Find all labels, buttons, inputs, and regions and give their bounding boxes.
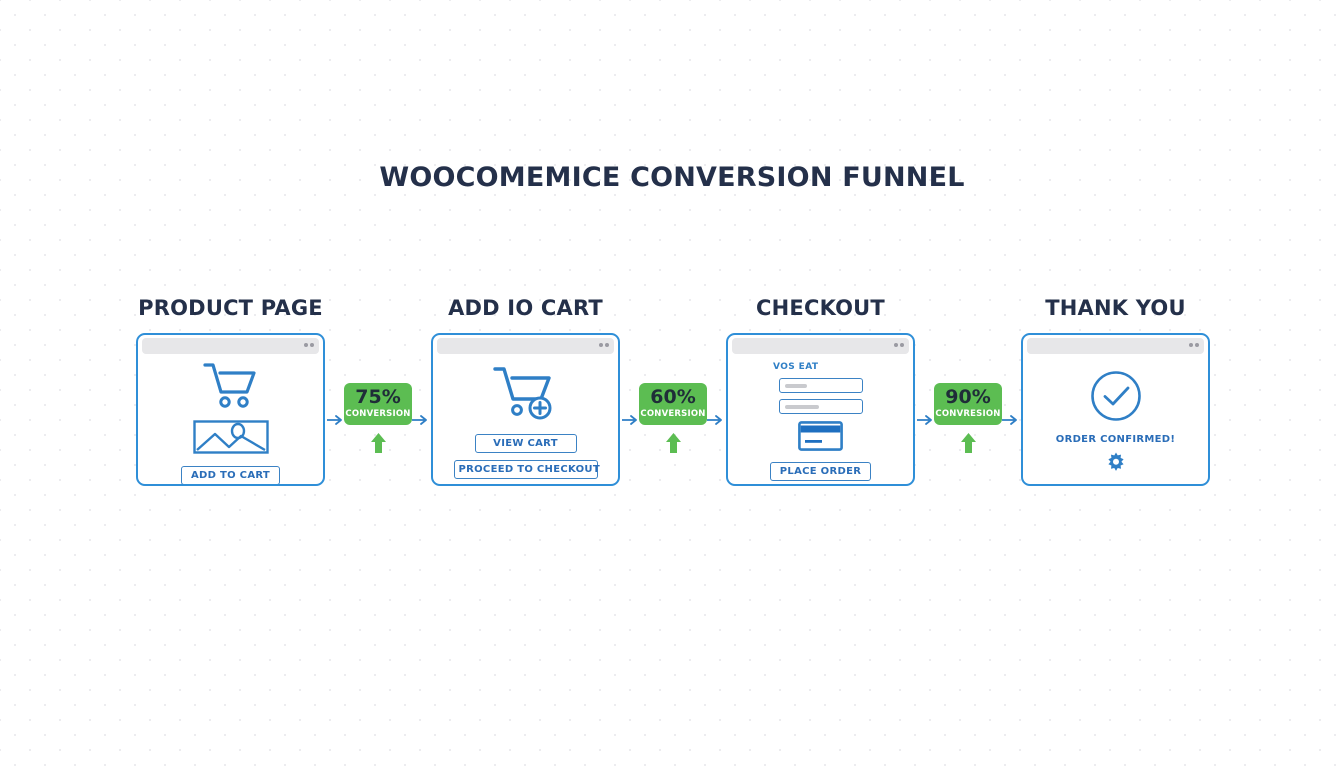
browser-content: VOS EAT PLACE ORDER	[728, 354, 913, 484]
arrow-up-icon	[370, 432, 387, 457]
funnel-stage-product-page: PRODUCT PAGE	[136, 296, 325, 486]
gear-icon	[1106, 452, 1126, 476]
conversion-percent: 75%	[355, 385, 401, 408]
browser-window-thank-you: ORDER CONFIRMED!	[1021, 333, 1210, 486]
connector-2: 60% CONVERSION	[620, 343, 726, 496]
stage-title-checkout: CHECKOUT	[756, 296, 885, 320]
conversion-label: CONVRESION	[935, 408, 1001, 419]
checkout-input-2[interactable]	[778, 399, 863, 414]
funnel-flow: PRODUCT PAGE	[136, 296, 1216, 496]
arrow-right-icon	[327, 414, 344, 426]
funnel-stage-thank-you: THANK YOU ORDER CONFIRMED!	[1021, 296, 1210, 486]
browser-window-add-to-cart: VIEW CART PROCEED TO CHECKOUT	[431, 333, 620, 486]
browser-window-product-page: ADD TO CART	[136, 333, 325, 486]
stage-title-product-page: PRODUCT PAGE	[138, 296, 323, 320]
window-dots-icon	[1189, 343, 1199, 347]
conversion-group-2: 60% CONVERSION	[639, 382, 707, 457]
conversion-label: CONVERSION	[640, 408, 706, 419]
arrow-right-icon	[1002, 414, 1019, 426]
proceed-to-checkout-button[interactable]: PROCEED TO CHECKOUT	[453, 460, 600, 479]
view-cart-button[interactable]: VIEW CART	[474, 434, 577, 453]
window-dots-icon	[599, 343, 609, 347]
arrow-up-icon	[665, 432, 682, 457]
arrow-right-icon	[707, 414, 724, 426]
browser-titlebar	[142, 338, 319, 354]
order-confirmed-text: ORDER CONFIRMED!	[1055, 434, 1176, 445]
browser-titlebar	[437, 338, 614, 354]
browser-content: ADD TO CART	[138, 354, 323, 484]
stage-title-thank-you: THANK YOU	[1045, 296, 1186, 320]
input-placeholder-bar	[784, 404, 819, 409]
window-dots-icon	[304, 343, 314, 347]
place-order-button[interactable]: PLACE ORDER	[769, 462, 872, 481]
add-to-cart-button[interactable]: ADD TO CART	[180, 466, 281, 484]
funnel-stage-checkout: CHECKOUT VOS EAT	[726, 296, 915, 486]
arrow-right-icon	[917, 414, 934, 426]
window-dots-icon	[894, 343, 904, 347]
cart-plus-icon	[491, 364, 561, 428]
checkout-form-label: VOS EAT	[773, 362, 819, 372]
checkout-input-1[interactable]	[778, 378, 863, 393]
conversion-badge-2: 60% CONVERSION	[639, 382, 707, 425]
shopping-cart-icon	[201, 360, 261, 416]
conversion-percent: 60%	[650, 385, 696, 408]
browser-window-checkout: VOS EAT PLACE ORDER	[726, 333, 915, 486]
conversion-group-1: 75% CONVERSION	[344, 382, 412, 457]
conversion-group-3: 90% CONVRESION	[934, 382, 1002, 457]
check-circle-icon	[1090, 370, 1142, 426]
browser-titlebar	[1027, 338, 1204, 354]
arrow-right-icon	[412, 414, 429, 426]
page-title: WOOCOMEMICE CONVERSION FUNNEL	[379, 162, 965, 193]
connector-1: 75% CONVERSION	[325, 343, 431, 496]
conversion-badge-1: 75% CONVERSION	[344, 382, 412, 425]
funnel-stage-add-to-cart: ADD IO CART VIEW CART PROCEED TO CHECKOU…	[431, 296, 620, 486]
arrow-up-icon	[960, 432, 977, 457]
connector-3: 90% CONVRESION	[915, 343, 1021, 496]
browser-content: ORDER CONFIRMED!	[1023, 354, 1208, 484]
conversion-badge-3: 90% CONVRESION	[934, 382, 1002, 425]
input-placeholder-bar	[784, 383, 807, 388]
browser-titlebar	[732, 338, 909, 354]
conversion-label: CONVERSION	[345, 408, 411, 419]
image-placeholder-icon	[192, 420, 269, 458]
stage-title-add-to-cart: ADD IO CART	[448, 296, 603, 320]
credit-card-icon	[798, 421, 843, 455]
browser-content: VIEW CART PROCEED TO CHECKOUT	[433, 354, 618, 484]
conversion-percent: 90%	[945, 385, 991, 408]
arrow-right-icon	[622, 414, 639, 426]
